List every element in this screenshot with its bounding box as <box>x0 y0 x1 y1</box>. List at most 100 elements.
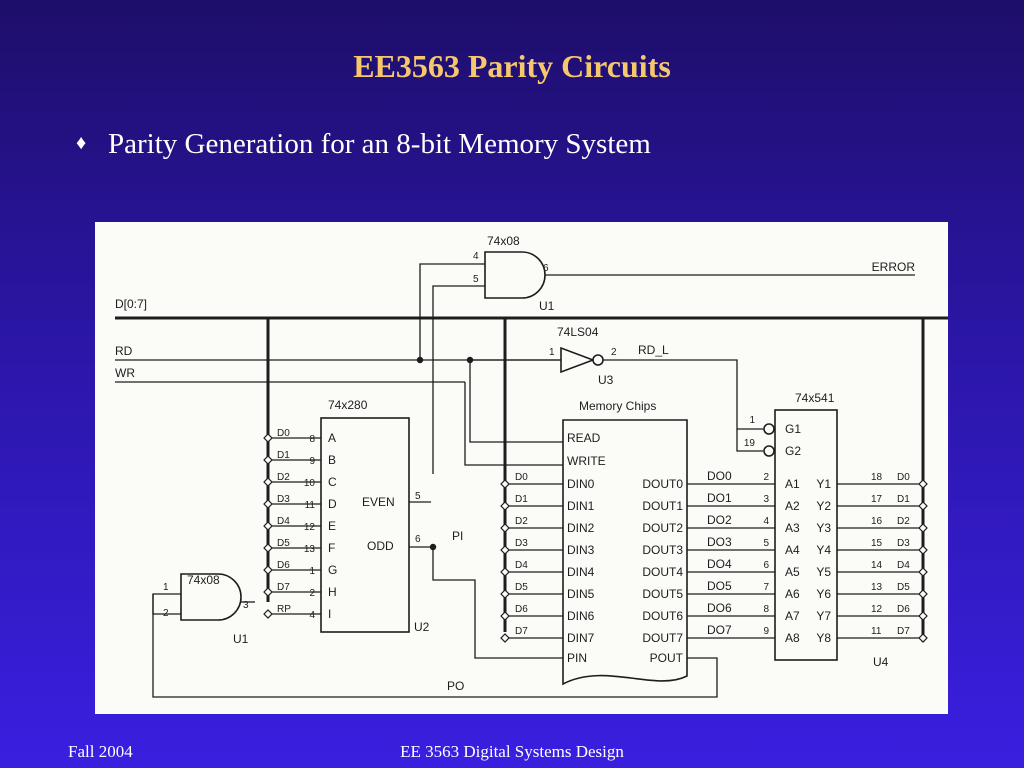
pout-label: POUT <box>650 651 684 665</box>
bus-entry-mark <box>263 565 273 575</box>
buffer-y-net: D6 <box>897 604 910 615</box>
odd-label: ODD <box>367 539 394 553</box>
bus-label-wr: WR <box>115 366 135 380</box>
parity-input-label: C <box>328 475 337 489</box>
bus-entry-mark <box>918 545 928 555</box>
parity-part: 74x280 <box>328 398 368 412</box>
write-label: WRITE <box>567 454 606 468</box>
din-net: D6 <box>515 604 528 615</box>
parity-net: D2 <box>277 472 290 483</box>
wire <box>432 547 563 659</box>
slide-title: EE3563 Parity Circuits <box>353 48 671 84</box>
buffer-y-net: D1 <box>897 494 910 505</box>
bus-entry-mark <box>500 611 510 621</box>
bus-entry-mark <box>263 609 273 619</box>
parity-input-label: I <box>328 607 331 621</box>
parity-net: D4 <box>277 516 290 527</box>
and-bottom-pin3: 3 <box>243 600 249 611</box>
bus-entry-mark <box>500 545 510 555</box>
buffer-chip-body <box>774 409 838 661</box>
din-net: D0 <box>515 472 528 483</box>
buffer-a-pin: 4 <box>763 516 769 527</box>
and-bottom-pin1: 1 <box>163 582 169 593</box>
parity-input-label: F <box>328 541 335 555</box>
dout-label: DOUT3 <box>642 543 683 557</box>
parity-net: D5 <box>277 538 290 549</box>
bus-entry-mark <box>918 479 928 489</box>
and-top-pin5: 5 <box>473 274 479 285</box>
dout-label: DOUT5 <box>642 587 683 601</box>
parity-input-label: B <box>328 453 336 467</box>
wire <box>464 382 563 466</box>
parity-pin: 2 <box>309 588 315 599</box>
dout-label: DOUT0 <box>642 477 683 491</box>
bus-entry-mark <box>918 633 928 643</box>
buffer-y-label: Y5 <box>816 565 831 579</box>
bus-entry-mark <box>918 501 928 511</box>
and-gate-bottom <box>180 573 242 621</box>
dout-label: DOUT6 <box>642 609 683 623</box>
bullet-item: ♦Parity Generation for an 8-bit Memory S… <box>76 128 651 161</box>
buffer-y-pin: 12 <box>871 604 883 615</box>
din-label: DIN5 <box>567 587 595 601</box>
bus-entry-mark <box>263 433 273 443</box>
din-label: DIN6 <box>567 609 595 623</box>
memory-title: Memory Chips <box>579 399 656 413</box>
odd-pin: 6 <box>415 534 421 545</box>
buffer-a-pin: 8 <box>763 604 769 615</box>
parity-net: D0 <box>277 428 290 439</box>
buffer-y-net: D0 <box>897 472 910 483</box>
bus-entry-mark <box>500 589 510 599</box>
parity-pin: 4 <box>309 610 315 621</box>
buffer-a-label: A6 <box>785 587 800 601</box>
do-net: DO3 <box>707 535 732 549</box>
buffer-y-label: Y8 <box>816 631 831 645</box>
do-net: DO5 <box>707 579 732 593</box>
pin-label: PIN <box>567 651 587 665</box>
g1-pin: 1 <box>749 415 755 426</box>
bus-label-rd: RD <box>115 344 133 358</box>
inversion-bubble <box>763 445 775 457</box>
and-gate-top <box>484 251 546 299</box>
bus-entry-mark <box>500 479 510 489</box>
even-label: EVEN <box>362 495 395 509</box>
buffer-y-label: Y7 <box>816 609 831 623</box>
footer-date: Fall 2004 <box>68 742 133 761</box>
buffer-a-pin: 6 <box>763 560 769 571</box>
buffer-y-net: D4 <box>897 560 910 571</box>
footer-course: EE 3563 Digital Systems Design <box>400 742 624 761</box>
inverter-pin1: 1 <box>549 347 555 358</box>
buffer-a-label: A7 <box>785 609 800 623</box>
inversion-bubble <box>592 354 604 366</box>
read-label: READ <box>567 431 601 445</box>
buffer-y-net: D3 <box>897 538 910 549</box>
dout-label: DOUT4 <box>642 565 683 579</box>
parity-input-label: A <box>328 431 336 445</box>
din-net: D4 <box>515 560 528 571</box>
do-net: DO0 <box>707 469 732 483</box>
din-net: D2 <box>515 516 528 527</box>
dout-label: DOUT2 <box>642 521 683 535</box>
do-net: DO6 <box>707 601 732 615</box>
g2-pin: 19 <box>744 438 756 449</box>
and-top-ref: U1 <box>539 299 555 313</box>
inverter-triangle <box>560 346 596 374</box>
and-top-part: 74x08 <box>487 234 520 248</box>
din-label: DIN1 <box>567 499 595 513</box>
buffer-a-pin: 3 <box>763 494 769 505</box>
pi-label: PI <box>452 529 463 543</box>
do-net: DO4 <box>707 557 732 571</box>
and-top-pin6: 6 <box>543 263 549 274</box>
din-label: DIN7 <box>567 631 595 645</box>
wire <box>432 285 485 474</box>
parity-input-label: H <box>328 585 337 599</box>
din-net: D5 <box>515 582 528 593</box>
bus-entry-mark <box>918 589 928 599</box>
bus-entry-mark <box>263 543 273 553</box>
buffer-ref: U4 <box>873 655 889 669</box>
bus-entry-mark <box>263 587 273 597</box>
dout-label: DOUT7 <box>642 631 683 645</box>
buffer-y-net: D7 <box>897 626 910 637</box>
buffer-y-pin: 17 <box>871 494 883 505</box>
